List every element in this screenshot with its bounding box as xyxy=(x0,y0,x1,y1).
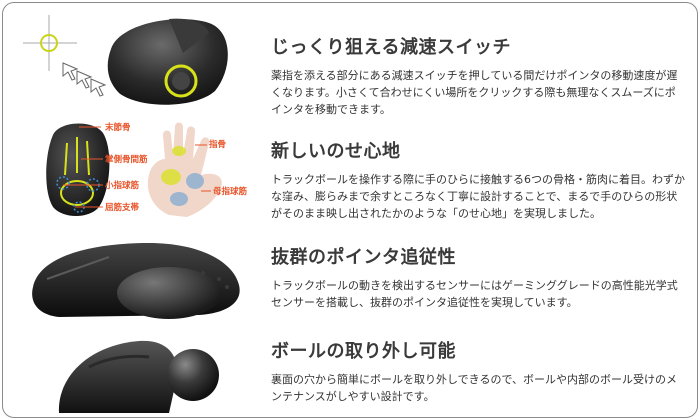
feature-description: 薬指を添える部分にある減速スイッチを押している間だけポインタの移動速度が遅くなり… xyxy=(271,69,678,116)
cursor-trail-icon xyxy=(62,62,107,97)
removable-ball-illustration xyxy=(19,327,249,413)
slowdown-switch-illustration xyxy=(19,9,249,113)
feature-comfort: 末節骨 掌側骨間筋 小指球筋 屈筋支帯 指骨 母指球筋 新しいのせ心地 トラック… xyxy=(3,115,697,225)
hand-icon xyxy=(147,122,222,217)
feature-title: 新しいのせ心地 xyxy=(271,141,401,162)
feature-title: じっくり狙える減速スイッチ xyxy=(271,37,511,58)
feature-slowdown-switch: じっくり狙える減速スイッチ 薬指を添える部分にある減速スイッチを押している間だけ… xyxy=(3,9,697,116)
anatomy-label: 指骨 xyxy=(209,139,226,150)
slowdown-switch-highlight xyxy=(164,64,198,98)
anatomy-label: 掌側骨間筋 xyxy=(105,154,148,165)
feature-removable-ball: ボールの取り外し可能 裏面の穴から簡単にボールを取り外しできるので、ボールや内部… xyxy=(3,327,697,413)
mouse-bottom-view xyxy=(58,340,178,413)
mouse-body xyxy=(107,19,228,105)
feature-description: トラックボールを操作する際に手のひらに接触する6つの骨格・筋肉に着目。わずかな窪… xyxy=(271,173,685,220)
sensor-illustration xyxy=(19,227,249,325)
trackball-icon xyxy=(167,349,219,401)
feature-title: 抜群のポインタ追従性 xyxy=(271,247,456,268)
anatomy-label: 母指球筋 xyxy=(213,186,248,197)
anatomy-label: 屈筋支帯 xyxy=(105,202,140,213)
feature-title: ボールの取り外し可能 xyxy=(271,341,456,362)
feature-description: トラックボールの動きを検出するセンサーにはゲーミンググレードの高性能光学式センサ… xyxy=(271,279,678,309)
anatomy-label: 末節骨 xyxy=(104,122,131,133)
anatomy-label: 小指球筋 xyxy=(104,180,140,191)
crosshair-cursor-icon xyxy=(23,15,77,71)
feature-description: 裏面の穴から簡単にボールを取り外しできるので、ボールや内部のボール受けのメンテナ… xyxy=(271,373,678,403)
feature-pointer-tracking: 抜群のポインタ追従性 トラックボールの動きを検出するセンサーにはゲーミンググレー… xyxy=(3,227,697,325)
hand-anatomy-illustration: 末節骨 掌側骨間筋 小指球筋 屈筋支帯 指骨 母指球筋 xyxy=(19,115,249,225)
